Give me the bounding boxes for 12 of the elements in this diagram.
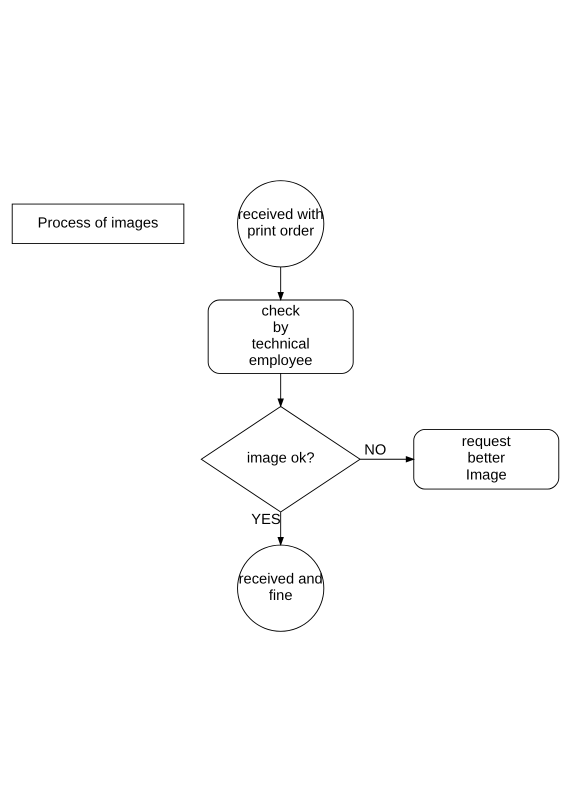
node-circle: received and fine [237,544,324,632]
edge-label: NO [364,442,386,458]
arrow [277,511,284,546]
edge-label: YES [251,511,281,528]
arrow [360,456,416,462]
arrow [277,372,284,408]
node-box: Process of images [12,203,184,244]
node-box: request better Image [413,428,560,490]
node-box: check by technical employee [208,299,354,374]
node-circle: received with print order [237,180,324,267]
node-diamond: image ok? [200,405,361,512]
arrow [277,266,284,301]
